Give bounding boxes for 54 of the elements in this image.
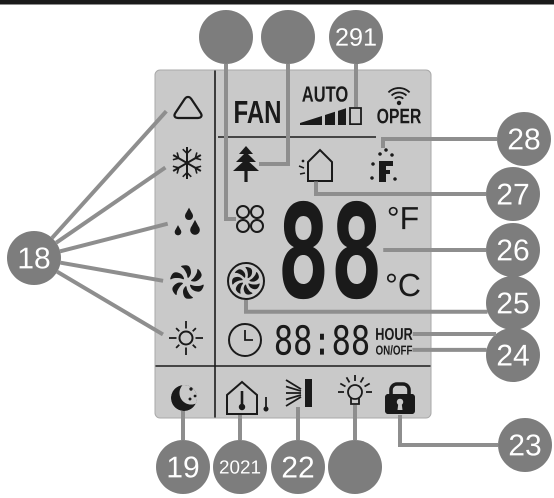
- snowflake-icon: [172, 147, 202, 179]
- leader-line: [314, 182, 486, 196]
- leader-line: [238, 415, 242, 440]
- callout-circle: [261, 10, 315, 64]
- indicator-label: ON/OFF: [376, 345, 412, 355]
- callout-circle: [199, 10, 253, 64]
- indicator-label: FAN: [235, 101, 280, 123]
- leader-line: [244, 300, 488, 314]
- speed-bars-icon: [300, 107, 362, 125]
- spray-icon: [370, 148, 397, 182]
- callout-number: 23: [498, 418, 552, 472]
- four-loop-fan-icon: [236, 205, 264, 233]
- triangle-icon: [173, 96, 203, 120]
- padlock-icon: [385, 382, 415, 414]
- leader-line: [383, 248, 486, 252]
- unit-label: °F: [388, 206, 418, 230]
- callout-number: 28: [497, 112, 551, 166]
- leader-line: [412, 332, 496, 336]
- callout-circle: [328, 440, 382, 494]
- house-icon: [298, 148, 333, 182]
- leader-line: [60, 260, 164, 283]
- callout-number: 291: [329, 10, 383, 64]
- leader-line: [398, 415, 498, 447]
- leader-line: [412, 348, 486, 352]
- sun-icon: [169, 321, 203, 355]
- callout-number: 2021: [213, 440, 267, 494]
- time-digits: 88:88: [276, 324, 368, 356]
- leader-line: [181, 411, 185, 440]
- leader-line: [354, 64, 358, 107]
- leader-line: [381, 137, 497, 148]
- house-thermometer-icon: [226, 380, 268, 415]
- callout-number: 19: [156, 440, 210, 494]
- callout-number: 24: [486, 328, 540, 382]
- leader-line: [259, 64, 290, 166]
- callout-number: 18: [7, 231, 61, 285]
- callout-number: 26: [486, 223, 540, 277]
- tree-icon: [233, 146, 259, 182]
- swirl-icon: [170, 265, 204, 299]
- callout-number: 25: [486, 276, 540, 330]
- leader-line: [296, 407, 300, 440]
- indicator-label: AUTO: [302, 86, 348, 102]
- leader-line: [224, 64, 236, 221]
- round-fan-icon: [227, 262, 265, 300]
- temperature-digits: 88: [282, 200, 378, 300]
- indicator-label: HOUR: [376, 328, 412, 340]
- light-bulb-icon: [338, 375, 372, 405]
- callout-number: 27: [486, 167, 540, 221]
- leader-line: [56, 270, 164, 336]
- leader-line: [353, 405, 357, 440]
- unit-label: °C: [386, 274, 420, 296]
- callout-number: 22: [271, 440, 325, 494]
- louver-icon: [286, 379, 312, 407]
- water-drops-icon: [174, 208, 200, 236]
- indicator-label: OPER: [377, 108, 421, 124]
